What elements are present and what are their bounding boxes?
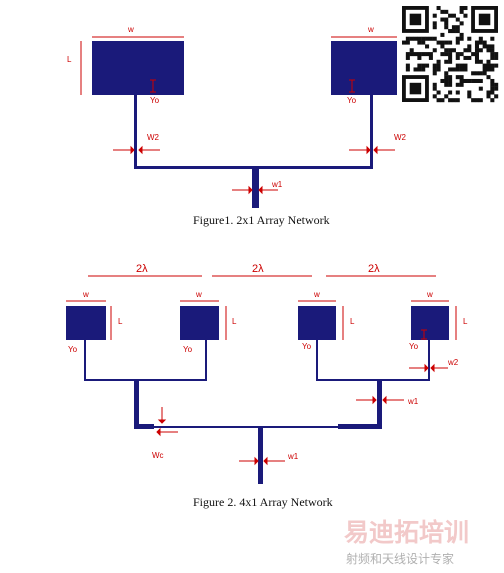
fig2-caption: Figure 2. 4x1 Array Network [193,495,333,509]
fig2-length-label-3: L [350,317,355,326]
fig2-inset-label-1: Yo [68,345,78,354]
fig1-length-label: L [67,55,72,64]
fig1-w2-label-left: W2 [147,133,160,142]
figure2: 2λ 2λ 2λ w w w w L [66,263,468,509]
fig1-patch-right [331,41,397,95]
fig1-caption: Figure1. 2x1 Array Network [193,213,330,227]
fig1-width-label-left: w [127,25,134,34]
fig1-w1-label: w1 [271,180,283,189]
fig2-width-label-3: w [313,290,320,299]
fig2-width-label-4: w [426,290,433,299]
fig1-inset-label-left: Yo [150,96,160,105]
watermark-title: 易迪拓培训 [344,518,469,547]
watermark: 易迪拓培训 射频和天线设计专家 [344,518,469,566]
fig2-w2-label: w2 [447,358,459,367]
figure1: w w L Yo Yo W2 W2 w1 Fig [67,25,407,227]
fig2-width-label-2: w [195,290,202,299]
fig2-inset-label-2: Yo [183,345,193,354]
fig1-width-label-right: w [367,25,374,34]
fig2-spacing-label-1: 2λ [136,263,148,275]
fig2-inset-label-4: Yo [409,342,419,351]
fig2-length-label-4: L [463,317,468,326]
fig1-w2-label-right: W2 [394,133,407,142]
fig2-length-label-1: L [118,317,123,326]
fig2-spacing-label-2: 2λ [252,263,264,275]
fig1-patch-left [92,41,184,95]
fig2-patch-2 [180,306,219,340]
fig2-w1-label-lower: w1 [287,452,299,461]
fig2-inset-label-3: Yo [302,342,312,351]
fig2-width-label-1: w [82,290,89,299]
qr-code-icon [402,6,499,103]
fig2-spacing-label-3: 2λ [368,263,380,275]
watermark-subtitle: 射频和天线设计专家 [346,551,454,566]
fig1-inset-label-right: Yo [347,96,357,105]
fig2-w1-label-upper: w1 [407,397,419,406]
fig2-length-label-2: L [232,317,237,326]
fig2-corner-label: Wc [152,451,164,460]
